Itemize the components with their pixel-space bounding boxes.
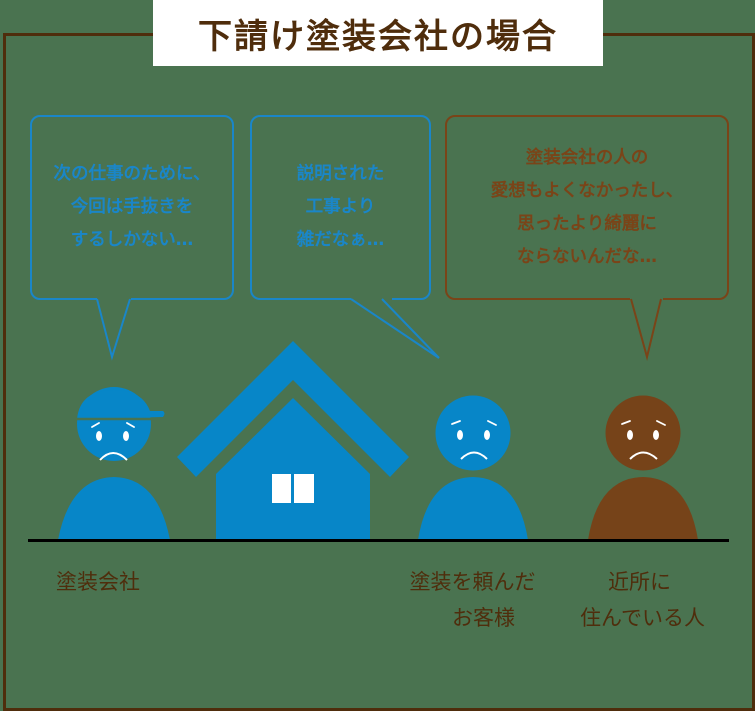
cap-icon xyxy=(77,390,165,419)
speech-bubble-painting-company: 次の仕事のために、 今回は手抜きを するしかない… xyxy=(30,115,234,300)
label-painting-company: 塗装会社 xyxy=(56,570,140,594)
window-left xyxy=(272,474,291,503)
bubble-line: 愛想もよくなかったし、 xyxy=(490,180,684,201)
sad-mouth xyxy=(629,451,658,460)
sad-mouth xyxy=(99,452,128,461)
neighbor-head xyxy=(605,395,681,471)
bubble-tail-painting-company xyxy=(96,297,131,361)
bubble-line: 説明された xyxy=(296,164,385,184)
bubble-tail-neighbor xyxy=(630,297,663,361)
customer-body xyxy=(418,477,528,540)
bubble-line: 次の仕事のために、 xyxy=(53,164,211,184)
bubble-line: するしかない… xyxy=(70,230,194,250)
ground-line xyxy=(28,539,729,542)
house-wall xyxy=(216,398,370,540)
bubble-line: 思ったより綺麗に xyxy=(517,213,657,234)
window-right xyxy=(294,474,314,503)
title-box: 下請け塗装会社の場合 xyxy=(153,0,603,66)
worker-figure xyxy=(58,387,170,540)
sad-mouth xyxy=(460,451,488,460)
label-customer: 塗装を頼んだ お客様 xyxy=(409,570,536,630)
house-icon xyxy=(177,341,409,540)
bubble-line: 塗装会社の人の xyxy=(525,147,649,168)
neighbor-figure xyxy=(588,395,698,540)
worker-body xyxy=(58,477,170,540)
bubble-tail-customer xyxy=(350,297,440,359)
customer-figure xyxy=(418,395,528,540)
bubble-line: 工事より xyxy=(305,197,376,217)
speech-bubble-customer: 説明された 工事より 雑だなぁ… xyxy=(250,115,431,300)
speech-bubble-neighbor: 塗装会社の人の 愛想もよくなかったし、 思ったより綺麗に ならないんだな… xyxy=(445,115,729,300)
bubble-line: 今回は手抜きを xyxy=(70,197,194,217)
customer-head xyxy=(435,395,511,471)
page-title: 下請け塗装会社の場合 xyxy=(198,16,558,57)
label-neighbor: 近所に 住んでいる人 xyxy=(580,570,705,630)
bubble-line: 雑だなぁ… xyxy=(296,230,385,250)
house-roof xyxy=(177,341,409,477)
neighbor-body xyxy=(588,477,698,540)
bubble-line: ならないんだな… xyxy=(517,246,657,267)
